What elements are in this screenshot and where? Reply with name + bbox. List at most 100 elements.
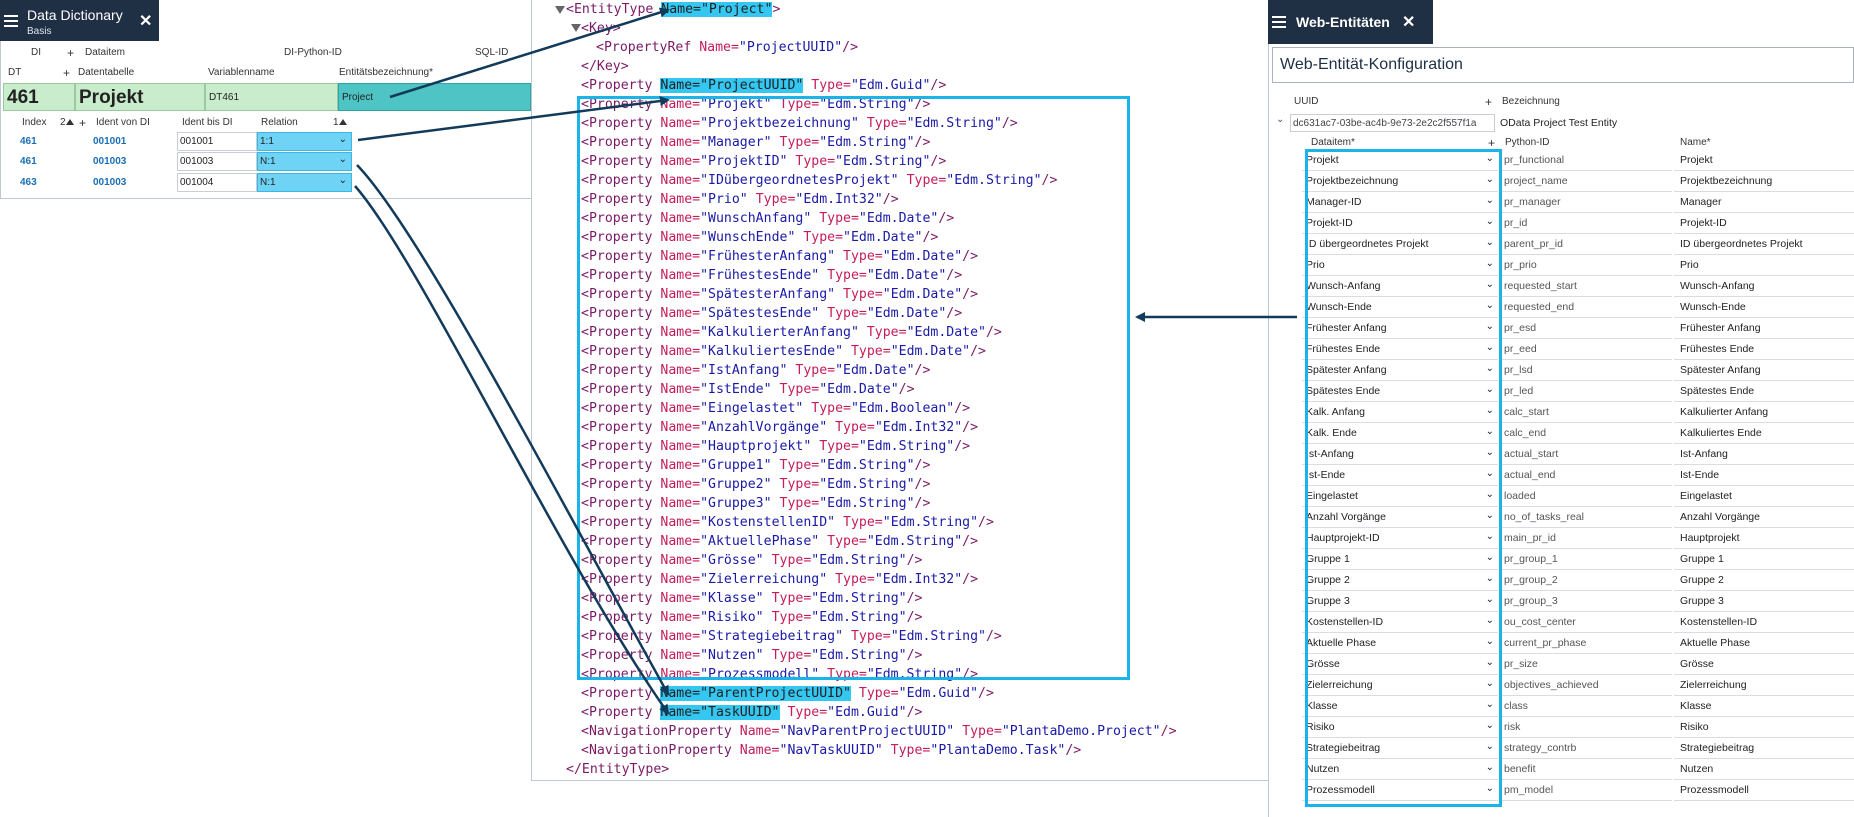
- name-cell[interactable]: Zielerreichung: [1674, 676, 1854, 696]
- python-id-cell[interactable]: current_pr_phase: [1502, 634, 1672, 654]
- name-cell[interactable]: Frühester Anfang: [1674, 319, 1854, 339]
- python-id-cell[interactable]: no_of_tasks_real: [1502, 508, 1672, 528]
- name-cell[interactable]: Projektbezeichnung: [1674, 172, 1854, 192]
- chevron-down-icon[interactable]: ⌄: [1485, 342, 1494, 353]
- chevron-down-icon[interactable]: ⌄: [1485, 552, 1494, 563]
- chevron-down-icon[interactable]: ⌄: [1485, 321, 1494, 332]
- name-cell[interactable]: Ist-Ende: [1674, 466, 1854, 486]
- dataitem-select[interactable]: Risiko⌄: [1302, 718, 1498, 738]
- dataitem-select[interactable]: ID übergeordnetes Projekt⌄: [1302, 235, 1498, 255]
- name-cell[interactable]: Manager: [1674, 193, 1854, 213]
- name-cell[interactable]: Prozessmodell: [1674, 781, 1854, 801]
- name-cell[interactable]: Gruppe 1: [1674, 550, 1854, 570]
- python-id-cell[interactable]: pr_lsd: [1502, 361, 1672, 381]
- chevron-down-icon[interactable]: ⌄: [1485, 531, 1494, 542]
- dataitem-select[interactable]: Prozessmodell⌄: [1302, 781, 1498, 801]
- chevron-down-icon[interactable]: ⌄: [1485, 195, 1494, 206]
- dataitem-select[interactable]: Gruppe 2⌄: [1302, 571, 1498, 591]
- relation-select[interactable]: 1:1⌄: [257, 132, 352, 151]
- name-cell[interactable]: Nutzen: [1674, 760, 1854, 780]
- triangle-down-icon[interactable]: [571, 24, 581, 32]
- name-cell[interactable]: Grösse: [1674, 655, 1854, 675]
- name-cell[interactable]: Gruppe 3: [1674, 592, 1854, 612]
- dataitem-select[interactable]: Projektbezeichnung⌄: [1302, 172, 1498, 192]
- chevron-down-icon[interactable]: ⌄: [1485, 279, 1494, 290]
- chevron-down-icon[interactable]: ⌄: [1485, 720, 1494, 731]
- name-cell[interactable]: Eingelastet: [1674, 487, 1854, 507]
- chevron-down-icon[interactable]: ⌄: [1485, 783, 1494, 794]
- python-id-cell[interactable]: pr_manager: [1502, 193, 1672, 213]
- dataitem-select[interactable]: Kostenstellen-ID⌄: [1302, 613, 1498, 633]
- close-icon[interactable]: ✕: [1402, 14, 1416, 31]
- name-cell[interactable]: Aktuelle Phase: [1674, 634, 1854, 654]
- dataitem-select[interactable]: Grösse⌄: [1302, 655, 1498, 675]
- python-id-cell[interactable]: pr_id: [1502, 214, 1672, 234]
- name-cell[interactable]: Kalkuliertes Ende: [1674, 424, 1854, 444]
- dataitem-select[interactable]: Frühestes Ende⌄: [1302, 340, 1498, 360]
- name-cell[interactable]: Projekt-ID: [1674, 214, 1854, 234]
- dt-cell[interactable]: 461: [3, 83, 75, 111]
- chevron-down-icon[interactable]: ⌄: [1485, 489, 1494, 500]
- name-cell[interactable]: Kostenstellen-ID: [1674, 613, 1854, 633]
- dataitem-select[interactable]: Wunsch-Ende⌄: [1302, 298, 1498, 318]
- name-cell[interactable]: Frühestes Ende: [1674, 340, 1854, 360]
- dataitem-select[interactable]: Strategiebeitrag⌄: [1302, 739, 1498, 759]
- python-id-cell[interactable]: project_name: [1502, 172, 1672, 192]
- dataitem-select[interactable]: Prio⌄: [1302, 256, 1498, 276]
- dataitem-select[interactable]: Gruppe 1⌄: [1302, 550, 1498, 570]
- index-link[interactable]: 461: [20, 156, 37, 167]
- ident-to-field[interactable]: 001004: [177, 173, 257, 192]
- chevron-down-icon[interactable]: ⌄: [338, 134, 347, 145]
- python-id-cell[interactable]: pr_functional: [1502, 151, 1672, 171]
- chevron-down-icon[interactable]: ⌄: [1485, 678, 1494, 689]
- name-cell[interactable]: Wunsch-Ende: [1674, 298, 1854, 318]
- triangle-down-icon[interactable]: [555, 6, 565, 14]
- relation-row[interactable]: 463 001003 001004 N:1⌄: [0, 173, 360, 193]
- name-cell[interactable]: Anzahl Vorgänge: [1674, 508, 1854, 528]
- sort-asc-icon[interactable]: [66, 119, 74, 125]
- name-cell[interactable]: ID übergeordnetes Projekt: [1674, 235, 1854, 255]
- web-entities-tab[interactable]: Web-Entitäten ✕: [1268, 0, 1433, 44]
- chevron-down-icon[interactable]: ⌄: [1485, 468, 1494, 479]
- chevron-down-icon[interactable]: ⌄: [1485, 237, 1494, 248]
- chevron-down-icon[interactable]: ⌄: [1485, 699, 1494, 710]
- python-id-cell[interactable]: actual_end: [1502, 466, 1672, 486]
- python-id-cell[interactable]: pr_eed: [1502, 340, 1672, 360]
- data-dictionary-tab[interactable]: Data Dictionary Basis ✕: [0, 0, 159, 41]
- python-id-cell[interactable]: calc_end: [1502, 424, 1672, 444]
- python-id-cell[interactable]: requested_start: [1502, 277, 1672, 297]
- name-cell[interactable]: Projekt: [1674, 151, 1854, 171]
- name-cell[interactable]: Kalkulierter Anfang: [1674, 403, 1854, 423]
- python-id-cell[interactable]: pr_esd: [1502, 319, 1672, 339]
- name-cell[interactable]: Klasse: [1674, 697, 1854, 717]
- python-id-cell[interactable]: calc_start: [1502, 403, 1672, 423]
- relation-row[interactable]: 461 001001 001001 1:1⌄: [0, 132, 360, 152]
- name-cell[interactable]: Gruppe 2: [1674, 571, 1854, 591]
- chevron-down-icon[interactable]: ⌄: [1485, 300, 1494, 311]
- index-link[interactable]: 461: [20, 136, 37, 147]
- dataitem-select[interactable]: Kalk. Anfang⌄: [1302, 403, 1498, 423]
- chevron-down-icon[interactable]: ⌄: [1485, 657, 1494, 668]
- chevron-down-icon[interactable]: ⌄: [1485, 426, 1494, 437]
- dataitem-select[interactable]: Spätestes Ende⌄: [1302, 382, 1498, 402]
- dataitem-select[interactable]: Ist-Anfang⌄: [1302, 445, 1498, 465]
- dataitem-select[interactable]: Anzahl Vorgänge⌄: [1302, 508, 1498, 528]
- ident-to-field[interactable]: 001001: [177, 132, 257, 151]
- add-icon[interactable]: +: [67, 46, 75, 60]
